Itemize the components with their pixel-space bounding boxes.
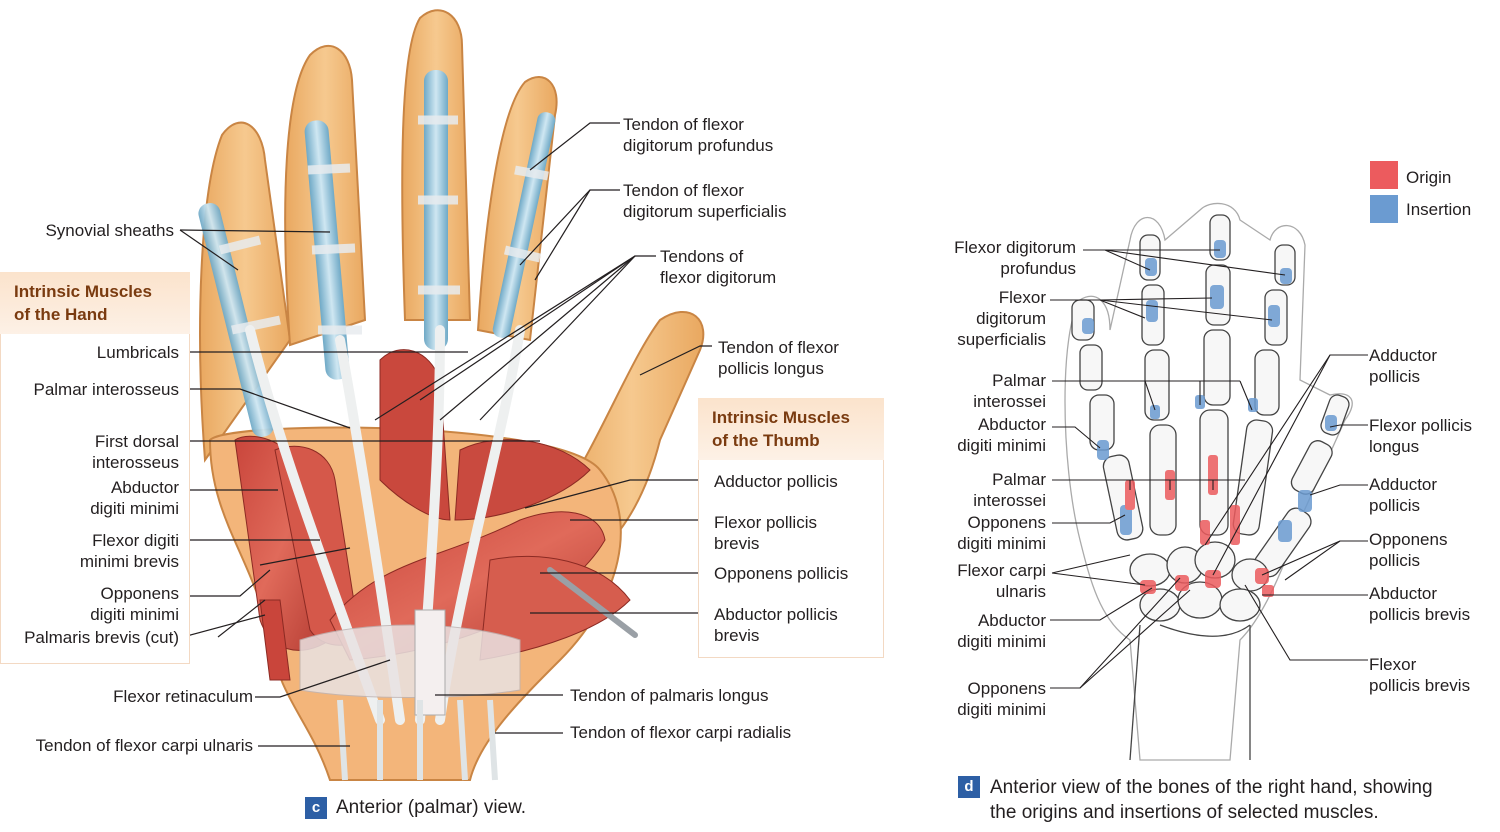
- panel-c-badge: c: [305, 797, 327, 819]
- panel-d-badge: d: [958, 776, 980, 798]
- label-abductor-pollicis-brevis: Abductor pollicis brevis: [714, 605, 838, 645]
- intrinsic-thumb-box: Intrinsic Muscles of the Thumb: [698, 398, 884, 658]
- legend-insertion-swatch: [1370, 195, 1398, 223]
- label-d-fdp: Flexor digitorum profundus: [954, 238, 1076, 278]
- label-d-adductor-pollicis: Adductor pollicis: [1369, 346, 1438, 386]
- panel-d-caption: Anterior view of the bones of the right …: [990, 777, 1433, 823]
- label-tendon-fpl: Tendon of flexor pollicis longus: [718, 338, 839, 378]
- label-palmaris-brevis: Palmaris brevis (cut): [24, 628, 179, 647]
- label-d-abductor-dm: Abductor digiti minimi: [957, 415, 1046, 455]
- label-d-opponens-dm-2: Opponens digiti minimi: [957, 679, 1046, 719]
- label-d-opponens-dm: Opponens digiti minimi: [957, 513, 1046, 553]
- label-d-flexor-pollicis-brevis: Flexor pollicis brevis: [1369, 655, 1471, 695]
- label-first-dorsal-interosseus: First dorsal interosseus: [92, 432, 179, 472]
- label-d-fcu: Flexor carpi ulnaris: [957, 561, 1046, 601]
- intrinsic-hand-box: Intrinsic Muscles of the Hand: [0, 272, 190, 664]
- label-palmar-interosseus: Palmar interosseus: [33, 380, 179, 399]
- intrinsic-hand-box-title: Intrinsic Muscles of the Hand: [0, 272, 190, 334]
- label-opponens-digiti-minimi: Opponens digiti minimi: [90, 584, 179, 624]
- legend-origin-label: Origin: [1406, 168, 1452, 187]
- label-synovial-sheaths: Synovial sheaths: [45, 221, 174, 240]
- label-flexor-pollicis-brevis: Flexor pollicis brevis: [714, 513, 817, 553]
- label-flexor-digiti-minimi-brevis: Flexor digiti minimi brevis: [79, 531, 179, 571]
- label-abductor-digiti-minimi: Abductor digiti minimi: [90, 478, 179, 518]
- label-opponens-pollicis: Opponens pollicis: [714, 564, 849, 583]
- label-tendon-fds: Tendon of flexor digitorum superficialis: [623, 181, 787, 221]
- label-tendon-flexor-carpi-ulnaris: Tendon of flexor carpi ulnaris: [35, 736, 253, 755]
- legend-origin-swatch: [1370, 161, 1398, 189]
- palmar-hand-drawing: [198, 9, 705, 781]
- label-tendon-fdp: Tendon of flexor digitorum profundus: [623, 115, 774, 155]
- panel-d-leader-lines: [1050, 249, 1368, 689]
- label-d-fpl: Flexor pollicis longus: [1369, 416, 1472, 456]
- label-tendons-flexor-digitorum: Tendons of flexor digitorum: [660, 247, 777, 287]
- label-adductor-pollicis: Adductor pollicis: [714, 472, 838, 491]
- label-flexor-retinaculum: Flexor retinaculum: [113, 687, 253, 706]
- intrinsic-thumb-box-title: Intrinsic Muscles of the Thumb: [698, 398, 884, 460]
- panel-c-leader-lines: [179, 122, 712, 747]
- label-d-palmar-interossei: Palmar interossei: [973, 371, 1046, 411]
- legend-insertion-label: Insertion: [1406, 200, 1472, 219]
- label-d-fds: Flexor digitorum superficialis: [957, 288, 1046, 349]
- label-tendon-palmaris-longus: Tendon of palmaris longus: [570, 686, 769, 705]
- label-d-abductor-pollicis-brevis: Abductor pollicis brevis: [1369, 584, 1471, 624]
- label-d-abductor-dm-2: Abductor digiti minimi: [957, 611, 1046, 651]
- label-d-palmar-interossei-2: Palmar interossei: [973, 470, 1046, 510]
- label-lumbricals: Lumbricals: [96, 343, 179, 362]
- label-tendon-flexor-carpi-radialis: Tendon of flexor carpi radialis: [570, 723, 792, 742]
- panel-c-caption: Anterior (palmar) view.: [336, 797, 527, 818]
- label-d-opponens-pollicis: Opponens pollicis: [1369, 530, 1448, 570]
- label-d-adductor-pollicis-2: Adductor pollicis: [1369, 475, 1438, 515]
